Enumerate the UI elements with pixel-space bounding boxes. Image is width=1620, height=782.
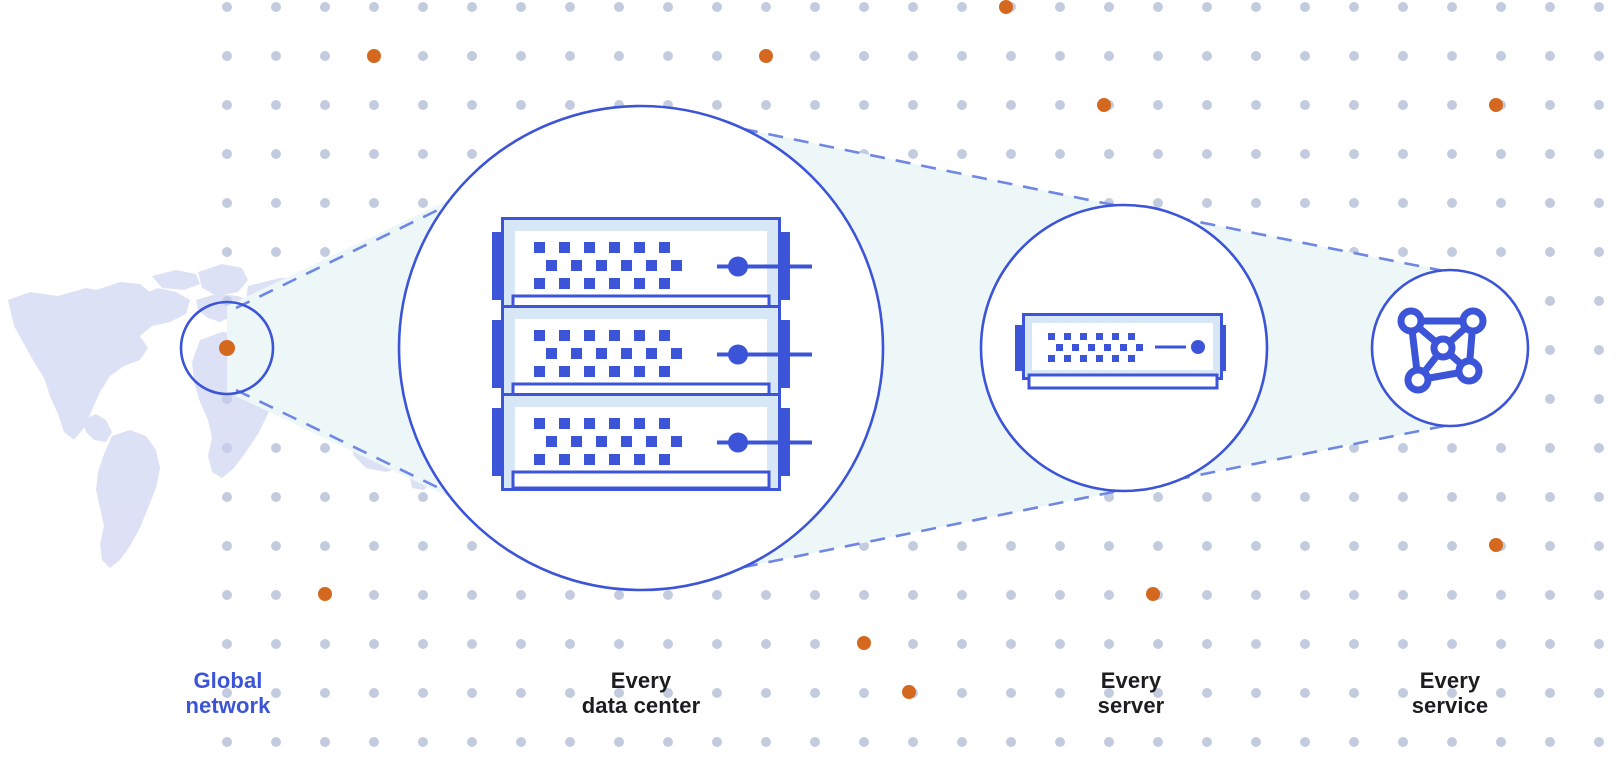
dot-grid-highlights	[318, 0, 1503, 699]
stage-label-every-service: Every service	[1411, 668, 1489, 718]
globe-focus-circle	[179, 300, 275, 396]
stage-label-global-network: Global network	[185, 668, 271, 718]
network-nodes-icon	[1397, 307, 1487, 394]
globe-focus-dot	[219, 340, 235, 356]
single-server-icon	[1015, 313, 1226, 390]
stage-label-every-data-center: Every data center	[581, 668, 701, 718]
stage-label-every-server: Every server	[1097, 668, 1165, 718]
server-rack-icon	[492, 219, 812, 490]
